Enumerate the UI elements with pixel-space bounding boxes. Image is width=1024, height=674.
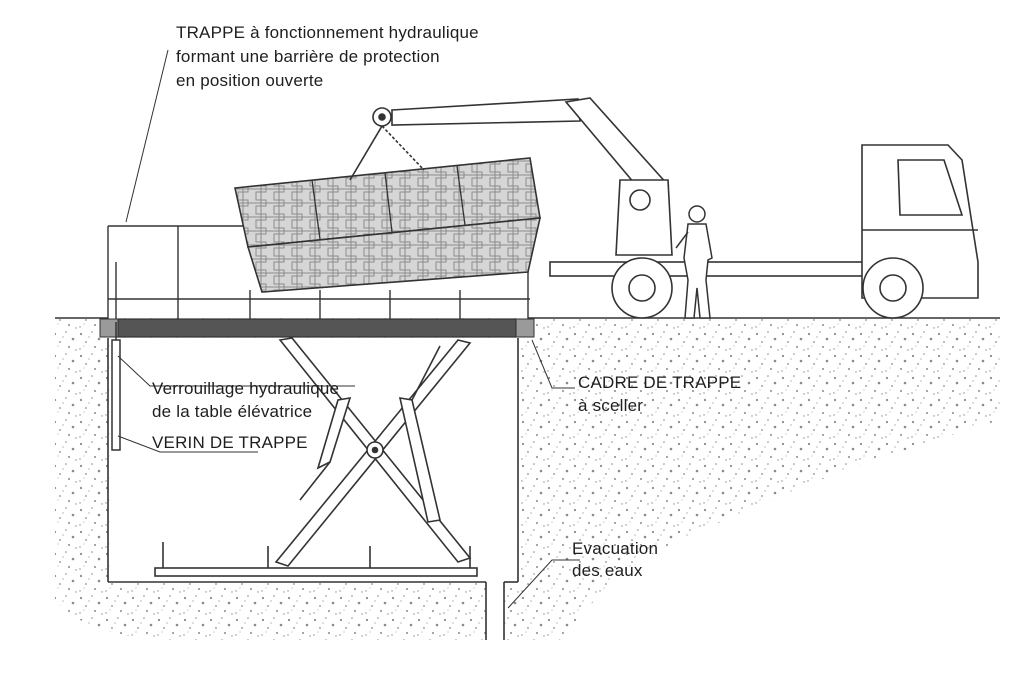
label-trappe-line1: TRAPPE à fonctionnement hydraulique — [176, 23, 479, 42]
container-skip — [234, 157, 542, 293]
label-verin: VERIN DE TRAPPE — [152, 433, 308, 452]
barrier-railing — [107, 225, 530, 319]
soil — [55, 318, 1000, 640]
label-cadre-line2: à sceller — [578, 396, 644, 415]
label-trappe-line2: formant une barrière de protection — [176, 47, 440, 66]
trapdoor-cylinder — [111, 322, 121, 451]
person-icon — [675, 205, 713, 319]
crane-truck-icon — [549, 144, 979, 319]
crane — [349, 97, 673, 256]
label-verrouillage-line1: Verrouillage hydraulique — [152, 379, 340, 398]
scissor-lift — [154, 337, 478, 577]
label-evacuation-line1: Evacuation — [572, 539, 659, 558]
label-evacuation-line2: des eaux — [572, 561, 643, 580]
label-verrouillage-line2: de la table élévatrice — [152, 402, 313, 421]
pit — [107, 338, 519, 640]
leader-lines — [117, 49, 580, 609]
lift-table-deck — [99, 318, 535, 338]
label-cadre-line1: CADRE DE TRAPPE — [578, 373, 742, 392]
label-trappe-line3: en position ouverte — [176, 71, 324, 90]
